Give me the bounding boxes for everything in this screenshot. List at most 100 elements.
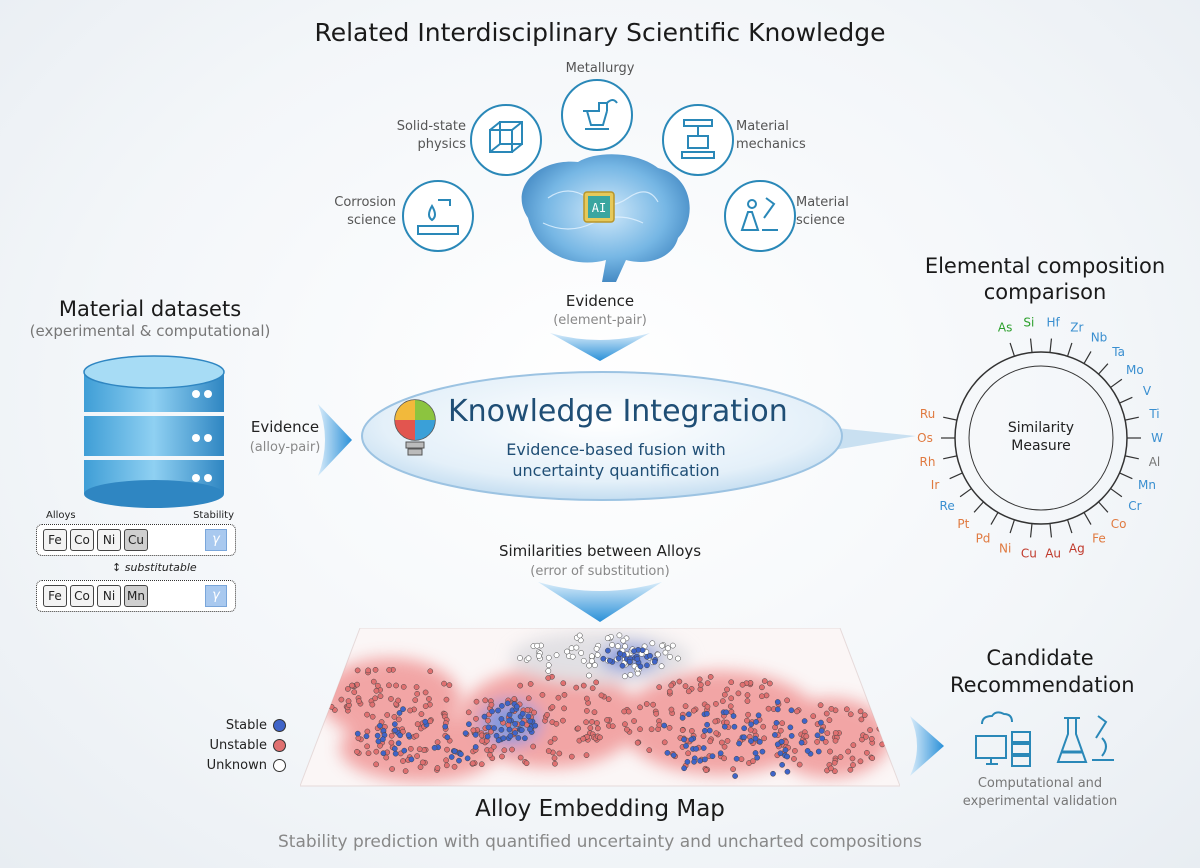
alloy-point	[549, 704, 556, 710]
alloys-header: Alloys	[46, 510, 76, 521]
metallurgy-icon	[561, 79, 633, 151]
alloy-point	[774, 706, 781, 713]
alloy-point	[408, 756, 415, 763]
alloy-point	[609, 642, 615, 648]
alloy-point	[388, 696, 394, 702]
evidence-alloy-sub: (alloy-pair)	[249, 440, 321, 455]
alloy-point	[828, 705, 835, 712]
alloy-point	[442, 723, 449, 730]
alloy-point	[728, 695, 735, 702]
alloy-point	[777, 750, 784, 757]
alloy-point	[817, 702, 824, 709]
topic-metallurgy-label: Metallurgy	[565, 61, 635, 76]
dendrogram-branch	[1083, 512, 1092, 525]
alloy-point	[801, 718, 808, 724]
alloy-point	[867, 727, 873, 733]
alloy-point	[484, 733, 491, 740]
alloy-point	[706, 727, 713, 734]
alloy-point	[512, 730, 518, 736]
alloy-point	[741, 725, 748, 732]
alloy-point	[667, 653, 673, 660]
alloy-point	[767, 680, 773, 687]
alloy-point	[849, 755, 856, 762]
alloy-point	[373, 761, 379, 768]
alloy-point	[770, 770, 776, 777]
alloy-point	[713, 701, 719, 707]
alloy-point	[498, 716, 505, 722]
alloy-point	[426, 696, 432, 702]
alloy-point	[744, 698, 751, 704]
alloy-point	[696, 676, 703, 683]
stability-header: Stability	[193, 510, 234, 521]
alloy-point	[658, 663, 665, 670]
alloy-point	[552, 760, 558, 767]
element-label: Mn	[1138, 478, 1156, 492]
alloy-point	[495, 707, 501, 714]
alloy-point	[414, 721, 421, 727]
element-label: Ni	[999, 541, 1011, 555]
dendrogram-branch	[1067, 519, 1073, 534]
alloy-point	[506, 717, 513, 724]
alloy-point	[668, 682, 675, 689]
element-label: Si	[1023, 316, 1034, 330]
map-subtitle: Stability prediction with quantified unc…	[278, 832, 922, 852]
alloy-point	[374, 732, 381, 739]
alloy-point	[473, 698, 480, 705]
alloy-point	[832, 730, 839, 736]
alloy-embedding-map	[299, 627, 901, 788]
alloy-point	[473, 715, 479, 722]
dendrogram-branch	[943, 416, 958, 421]
alloy-point	[380, 750, 387, 757]
alloy-point	[868, 736, 875, 742]
brain-ai-text: AI	[592, 201, 606, 215]
alloy-point	[547, 739, 554, 746]
alloy-point	[661, 722, 668, 729]
alloy-point	[515, 735, 522, 741]
element-label: Rh	[920, 455, 936, 469]
right-arrow-icon	[318, 404, 352, 476]
alloy-point	[451, 763, 458, 770]
alloy-point	[583, 752, 590, 759]
alloy-point	[863, 733, 869, 740]
alloy-point	[369, 713, 376, 720]
alloy-point	[600, 655, 607, 662]
element-chip: Co	[70, 529, 94, 551]
alloy-point	[329, 687, 336, 694]
alloy-point	[649, 640, 656, 647]
alloy-point	[525, 713, 532, 720]
alloy-point	[655, 651, 661, 658]
alloy-point	[627, 671, 634, 678]
alloy-point	[400, 758, 406, 764]
alloy-point	[374, 682, 381, 689]
alloy-point	[702, 727, 708, 734]
element-label: Al	[1149, 455, 1161, 469]
alloy-point	[365, 667, 371, 674]
alloy-point	[861, 712, 868, 719]
alloy-point	[788, 733, 795, 739]
alloy-point	[787, 724, 794, 731]
element-chip: Co	[70, 585, 94, 607]
alloy-point	[752, 735, 759, 742]
alloy-point	[624, 726, 630, 733]
candidate-line1: Computational and	[977, 776, 1103, 791]
alloy-point	[748, 738, 754, 744]
alloy-point	[748, 721, 754, 728]
alloy-point	[761, 678, 768, 684]
unknown-dot-icon	[273, 759, 286, 772]
alloy-point	[395, 697, 402, 704]
alloy-point	[414, 753, 420, 759]
alloy-point	[583, 695, 590, 702]
dendrogram-branch	[1098, 363, 1109, 375]
alloy-point	[499, 753, 505, 760]
alloy-point	[354, 730, 361, 737]
unstable-dot-icon	[273, 739, 286, 752]
alloy-point	[431, 744, 438, 751]
dendrogram-branch	[1119, 472, 1133, 480]
alloy-point	[586, 672, 592, 679]
alloy-point	[443, 757, 449, 764]
alloy-point	[553, 720, 560, 727]
alloy-point	[553, 652, 560, 658]
alloy-point	[545, 748, 552, 754]
alloy-point	[858, 716, 865, 723]
